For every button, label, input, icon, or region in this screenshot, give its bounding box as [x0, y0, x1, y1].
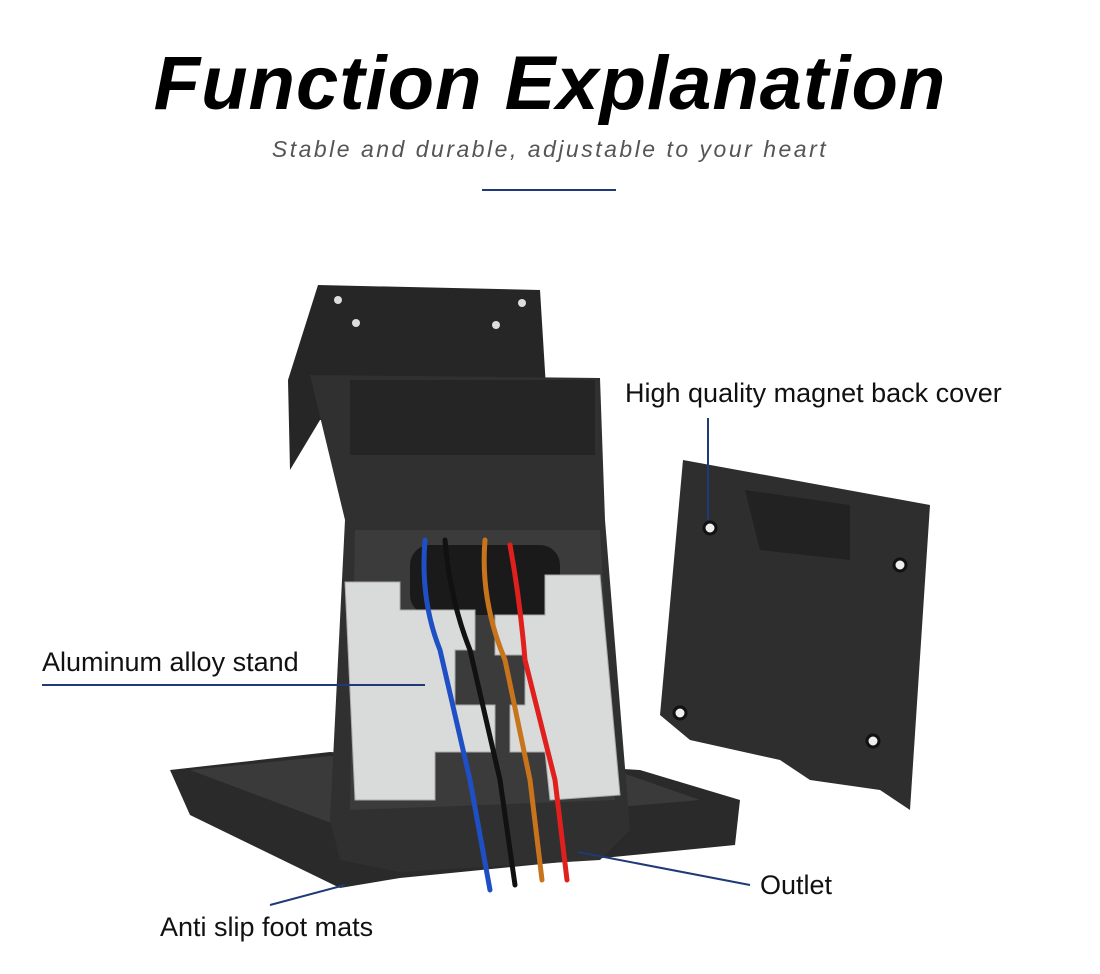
callout-stand: Aluminum alloy stand	[42, 647, 299, 677]
page-title: Function Explanation	[153, 41, 947, 126]
callout-foot-mats: Anti slip foot mats	[160, 912, 374, 942]
title-divider	[482, 189, 616, 191]
magnet-back-cover	[660, 460, 930, 810]
cables	[421, 537, 570, 893]
page-subtitle: Stable and durable, adjustable to your h…	[271, 136, 829, 162]
aluminum-plates	[344, 574, 621, 801]
callout-back-cover: High quality magnet back cover	[625, 378, 1002, 408]
callout-line-outlet	[577, 851, 751, 886]
callout-outlet: Outlet	[760, 870, 833, 900]
callout-line-foot-mats	[269, 884, 346, 906]
